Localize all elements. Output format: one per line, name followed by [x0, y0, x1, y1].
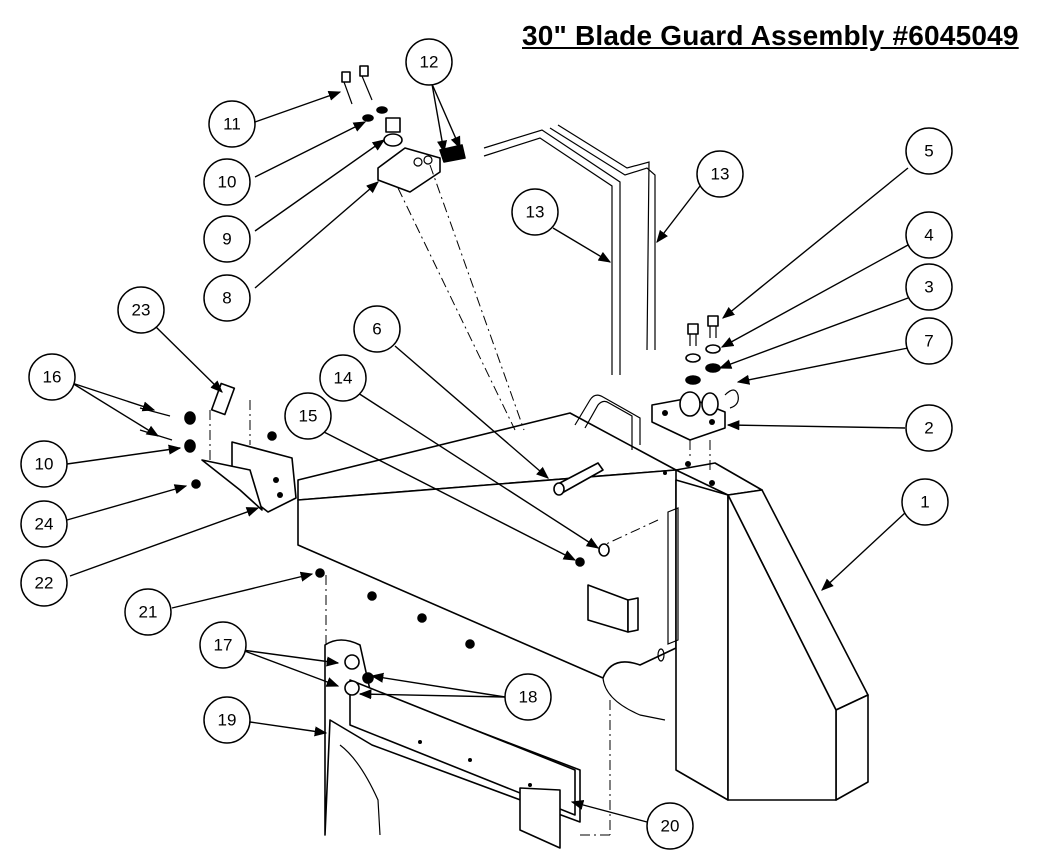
callout-2: 2: [905, 404, 953, 452]
callout-24: 24: [20, 500, 68, 548]
mount-block: [651, 391, 726, 441]
svg-text:1: 1: [920, 493, 929, 512]
svg-text:15: 15: [299, 407, 318, 426]
svg-text:22: 22: [35, 574, 54, 593]
callout-8: 8: [203, 274, 251, 322]
left-bracket: [139, 382, 297, 513]
callout-16: 16: [28, 353, 76, 401]
svg-text:21: 21: [139, 603, 158, 622]
callout-4: 4: [905, 211, 953, 259]
svg-text:23: 23: [132, 301, 151, 320]
svg-text:10: 10: [218, 173, 237, 192]
svg-text:2: 2: [924, 419, 933, 438]
callout-15: 15: [284, 392, 332, 440]
inner-flap: [587, 584, 639, 633]
svg-text:16: 16: [43, 368, 62, 387]
callout-12: 12: [405, 38, 453, 86]
callout-13-left: 13: [511, 188, 559, 236]
callout-1: 1: [901, 478, 949, 526]
svg-text:11: 11: [223, 115, 241, 134]
callout-23: 23: [117, 286, 165, 334]
callout-21: 21: [124, 588, 172, 636]
callout-9: 9: [203, 215, 251, 263]
mount-bolts: [685, 315, 739, 409]
guide-rod: [483, 124, 656, 375]
callout-6: 6: [353, 305, 401, 353]
svg-text:13: 13: [711, 165, 730, 184]
svg-text:12: 12: [420, 53, 439, 72]
callout-22: 22: [20, 559, 68, 607]
lower-housing: [324, 639, 581, 849]
svg-text:17: 17: [214, 636, 233, 655]
callout-10-top: 10: [203, 158, 251, 206]
svg-text:3: 3: [924, 278, 933, 297]
callout-10-left: 10: [20, 440, 68, 488]
svg-text:24: 24: [35, 515, 54, 534]
callout-7: 7: [905, 317, 953, 365]
handle: [574, 394, 641, 450]
callout-20: 20: [646, 802, 694, 850]
svg-text:9: 9: [222, 230, 231, 249]
svg-text:8: 8: [222, 289, 231, 308]
callout-3: 3: [905, 263, 953, 311]
svg-text:14: 14: [334, 369, 353, 388]
svg-text:5: 5: [924, 142, 933, 161]
svg-text:6: 6: [372, 320, 381, 339]
svg-text:19: 19: [218, 711, 237, 730]
panel-screws: [315, 543, 610, 649]
callout-11: 11: [208, 100, 256, 148]
svg-text:20: 20: [661, 817, 680, 836]
leader-lines: [66, 83, 909, 823]
svg-text:18: 18: [519, 688, 538, 707]
callout-17: 17: [199, 621, 247, 669]
svg-text:7: 7: [924, 332, 933, 351]
callout-5: 5: [905, 127, 953, 175]
callout-18: 18: [504, 673, 552, 721]
assembly-centerlines: [209, 164, 711, 836]
main-guard-body: [297, 412, 869, 801]
rod-6: [553, 462, 604, 496]
top-block: [341, 65, 466, 193]
callout-19: 19: [203, 696, 251, 744]
callout-14: 14: [319, 354, 367, 402]
svg-text:4: 4: [924, 226, 933, 245]
callout-13-right: 13: [696, 150, 744, 198]
svg-text:10: 10: [35, 455, 54, 474]
svg-text:13: 13: [526, 203, 545, 222]
diagram-title: 30" Blade Guard Assembly #6045049: [522, 20, 1019, 51]
